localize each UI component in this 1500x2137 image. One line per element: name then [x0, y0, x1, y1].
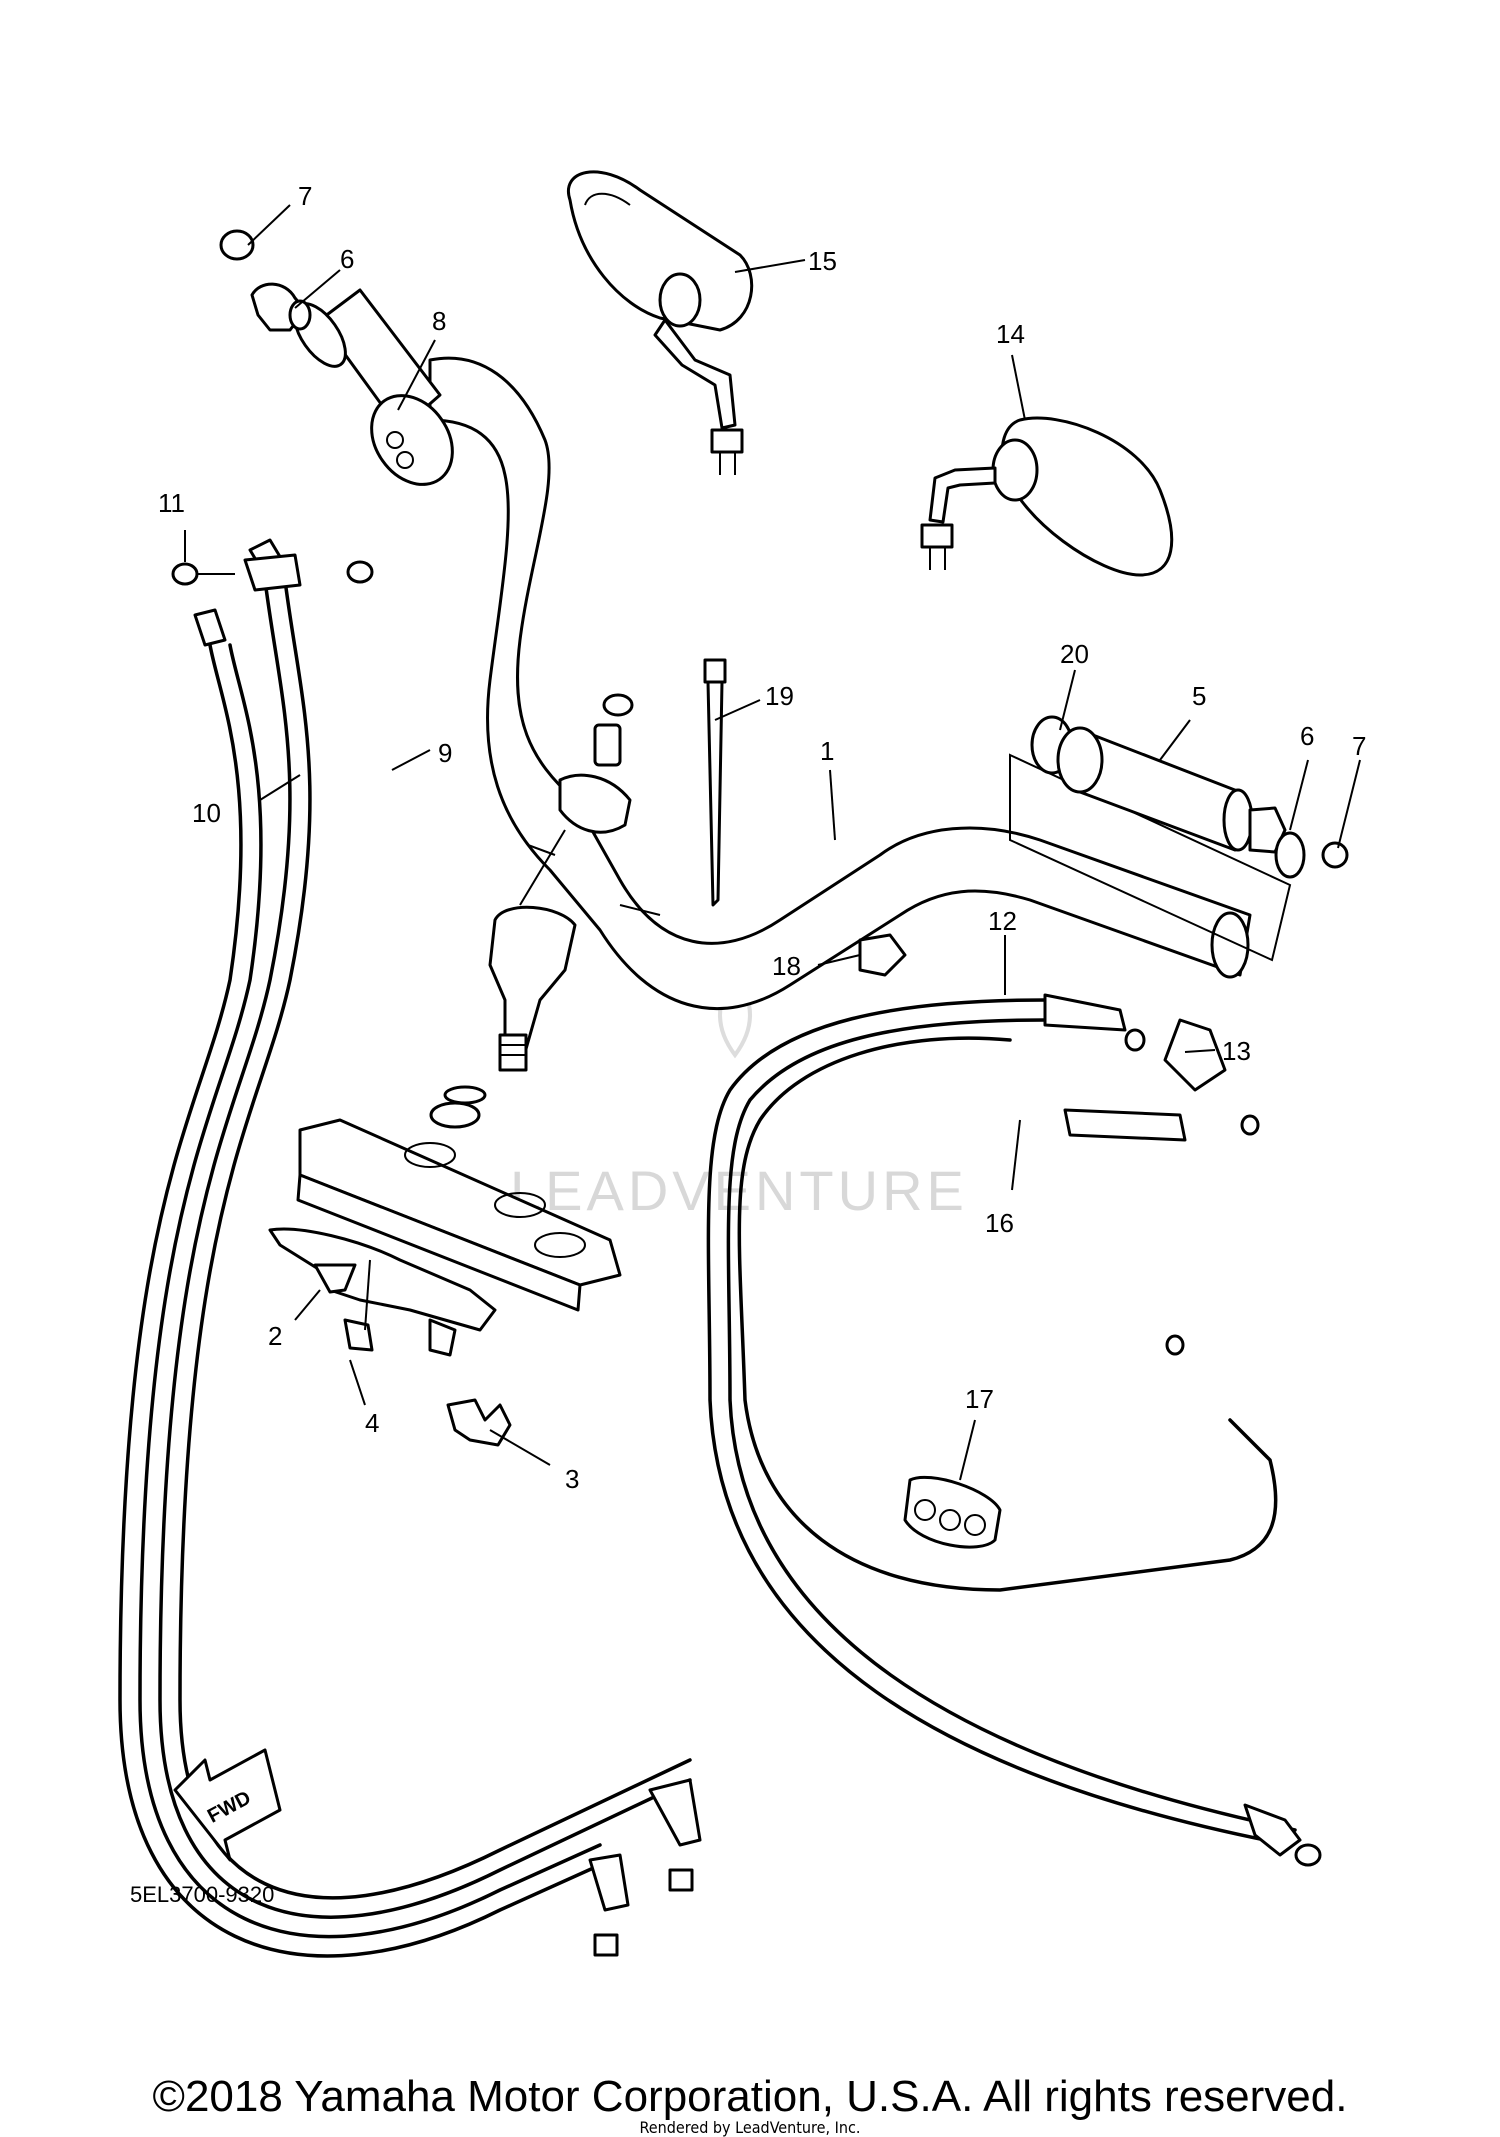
cable-tie — [703, 658, 727, 907]
callout-12: 12 — [988, 906, 1017, 936]
handlebar — [428, 356, 1252, 1010]
clip-18 — [858, 933, 907, 977]
callout-1: 1 — [820, 736, 834, 766]
callout-17: 17 — [965, 1384, 994, 1414]
callout-16: 16 — [985, 1208, 1014, 1238]
callout-7-left: 7 — [298, 181, 312, 211]
callout-7-right: 7 — [1352, 731, 1366, 761]
callout-5: 5 — [1192, 681, 1206, 711]
rendered-by-notice: Rendered by LeadVenture, Inc. — [639, 2118, 861, 2137]
callout-13: 13 — [1222, 1036, 1251, 1066]
mirror-14 — [920, 416, 1174, 577]
callout-6-left: 6 — [340, 244, 354, 274]
throttle-cables — [118, 538, 702, 1958]
callout-6-right: 6 — [1300, 721, 1314, 751]
callout-2: 2 — [268, 1321, 282, 1351]
leader-lines — [184, 204, 1361, 1481]
handlebar-holder — [429, 693, 634, 1129]
part-code: 5EL3700-9320 — [130, 1882, 274, 1907]
callout-11: 11 — [158, 488, 185, 518]
leadventure-watermark: LEADVENTURE — [510, 971, 968, 1222]
callout-19: 19 — [765, 681, 794, 711]
clutch-cables — [706, 993, 1322, 1867]
callout-9: 9 — [438, 738, 452, 768]
upper-bracket — [296, 1118, 622, 1312]
callout-18: 18 — [772, 951, 801, 981]
right-grip-assembly — [1009, 715, 1349, 962]
left-grip — [293, 288, 454, 486]
left-bar-end — [219, 229, 312, 332]
cable-clamp — [268, 1227, 512, 1447]
copyright-notice: ©2018 Yamaha Motor Corporation, U.S.A. A… — [152, 2072, 1348, 2121]
watermark-text: LEADVENTURE — [510, 1159, 968, 1222]
callout-10: 10 — [192, 798, 221, 828]
fwd-arrow: FWD — [173, 1748, 282, 1862]
callout-3: 3 — [565, 1464, 579, 1494]
callout-15: 15 — [808, 246, 837, 276]
callout-8: 8 — [432, 306, 446, 336]
mirror-15 — [567, 170, 754, 475]
screw-11 — [171, 553, 374, 592]
callout-20: 20 — [1060, 639, 1089, 669]
cable-holder-17 — [903, 1475, 1002, 1549]
callout-4: 4 — [365, 1408, 379, 1438]
callout-14: 14 — [996, 319, 1025, 349]
callout-numbers: 7 6 8 15 14 11 20 5 6 7 19 1 9 10 12 18 … — [158, 181, 1366, 1494]
